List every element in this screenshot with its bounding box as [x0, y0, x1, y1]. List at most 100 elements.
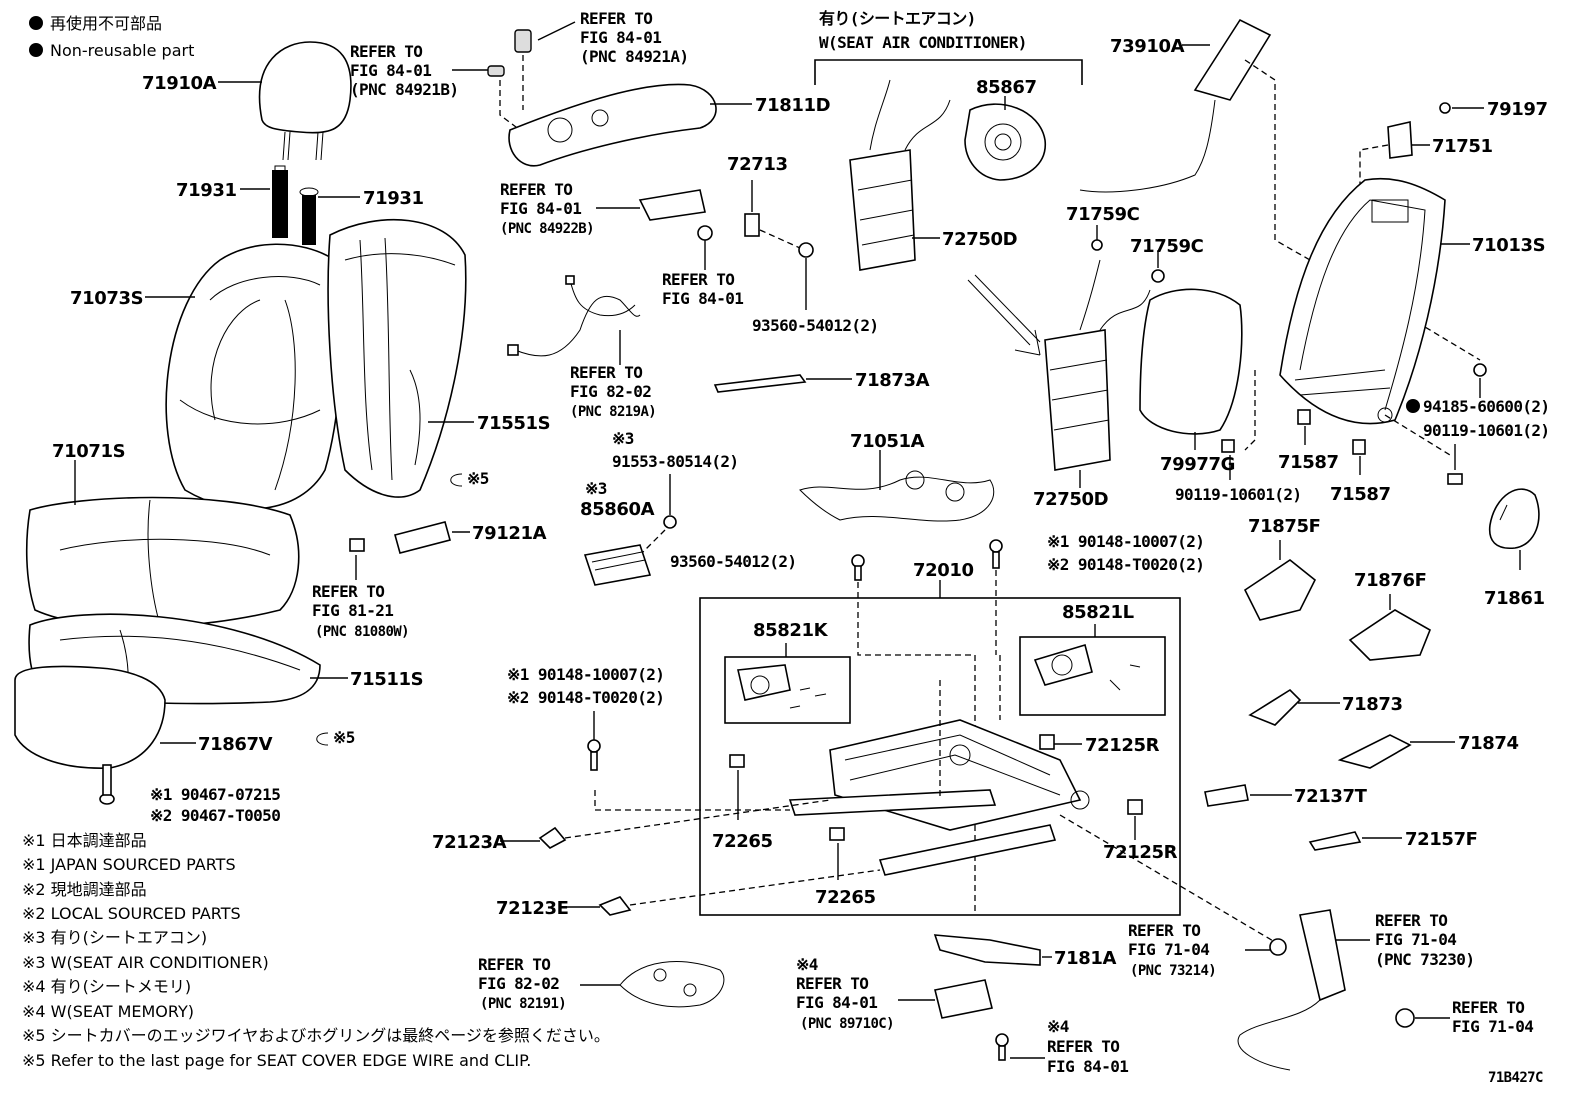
part-72010[interactable]: 72010	[913, 560, 974, 581]
part-71875F[interactable]: 71875F	[1248, 516, 1321, 537]
refer-84-01-e-pnc[interactable]: (PNC 89710C)	[800, 1016, 895, 1032]
part-71071S[interactable]: 71071S	[52, 441, 126, 462]
part-90467-07215[interactable]: ※1 90467-07215	[150, 785, 281, 804]
footnote-2-jp: ※2 現地調達部品	[22, 880, 147, 899]
part-71910A[interactable]: 71910A	[142, 73, 217, 94]
part-72750D-upper[interactable]: 72750D	[942, 229, 1018, 250]
part-71931-right[interactable]: 71931	[363, 188, 424, 209]
cover-72123E-drawing	[598, 896, 632, 916]
refer-84-01-b-pnc[interactable]: (PNC 84921B)	[350, 80, 459, 99]
edge-wire-clip-icon	[450, 473, 463, 487]
part-72125R-upper[interactable]: 72125R	[1085, 735, 1160, 756]
marker-note4-b: ※4	[1047, 1017, 1069, 1036]
footnote-1-en: ※1 JAPAN SOURCED PARTS	[22, 855, 236, 874]
part-72123E[interactable]: 72123E	[496, 898, 569, 919]
refer-84-01-c-pnc[interactable]: (PNC 84922B)	[500, 221, 595, 237]
part-7181A[interactable]: 7181A	[1054, 948, 1117, 969]
part-73910A[interactable]: 73910A	[1110, 36, 1185, 57]
part-72157F[interactable]: 72157F	[1405, 829, 1478, 850]
motor-85821L-drawing	[1033, 643, 1141, 691]
part-93560-54012-mid[interactable]: 93560-54012(2)	[670, 552, 797, 571]
part-90148-T0020-top[interactable]: ※2 90148-T0020(2)	[1047, 555, 1205, 574]
harness-drawing-c	[619, 961, 725, 1008]
refer-82-02-b-pnc[interactable]: (PNC 82191)	[480, 996, 567, 1012]
side-airbag-drawing	[1079, 18, 1272, 193]
footnote-5-jp: ※5 シートカバーのエッジワイヤおよびホグリングは最終ページを参照ください。	[22, 1026, 610, 1045]
part-79121A[interactable]: 79121A	[472, 523, 547, 544]
refer-71-04-a-pnc[interactable]: (PNC 73214)	[1130, 963, 1217, 979]
part-71876F[interactable]: 71876F	[1354, 570, 1427, 591]
part-72123A[interactable]: 72123A	[432, 832, 507, 853]
refer-71-04-b-pnc[interactable]: (PNC 73230)	[1375, 950, 1475, 969]
refer-71-04-b-line2: FIG 71-04	[1375, 930, 1456, 949]
part-85867[interactable]: 85867	[976, 77, 1037, 98]
part-90119-10601-right[interactable]: 90119-10601(2)	[1423, 421, 1550, 440]
part-90148-T0020-left[interactable]: ※2 90148-T0020(2)	[507, 688, 665, 707]
part-90119-10601-left[interactable]: 90119-10601(2)	[1175, 485, 1302, 504]
refer-82-02-a-pnc[interactable]: (PNC 8219A)	[570, 404, 657, 420]
part-90148-10007-left[interactable]: ※1 90148-10007(2)	[507, 665, 665, 684]
lever-drawing	[713, 374, 807, 393]
part-79197[interactable]: 79197	[1487, 99, 1548, 120]
seat-ac-bracket	[814, 59, 1083, 85]
part-90467-T0050[interactable]: ※2 90467-T0050	[150, 806, 281, 825]
part-94185-60600[interactable]: 94185-60600(2)	[1423, 397, 1550, 416]
refer-81-21-pnc[interactable]: (PNC 81080W)	[315, 624, 410, 640]
part-71874[interactable]: 71874	[1458, 733, 1519, 754]
non-reusable-bullet-icon	[1406, 399, 1420, 413]
part-71873[interactable]: 71873	[1342, 694, 1403, 715]
part-71931-left[interactable]: 71931	[176, 180, 237, 201]
lever-71873-drawing	[1248, 688, 1302, 726]
part-71587-left[interactable]: 71587	[1278, 452, 1339, 473]
rail-cover-lower-icon	[829, 827, 845, 841]
seat-ac-en: W(SEAT AIR CONDITIONER)	[819, 33, 1027, 52]
part-71751[interactable]: 71751	[1432, 136, 1493, 157]
part-72265-lower[interactable]: 72265	[815, 887, 876, 908]
footnotes: ※1 日本調達部品 ※1 JAPAN SOURCED PARTS ※2 現地調達…	[22, 831, 610, 1070]
adjuster-group-box	[699, 597, 1181, 916]
non-reusable-bullet-icon	[29, 43, 43, 57]
note5-marker-lower: ※5	[333, 728, 355, 747]
motor-85821K-drawing	[737, 664, 827, 709]
part-72125R-lower[interactable]: 72125R	[1103, 842, 1178, 863]
bracket-drawing	[638, 189, 814, 258]
part-71759C-left[interactable]: 71759C	[1066, 204, 1140, 225]
part-72713[interactable]: 72713	[727, 154, 788, 175]
part-85860A[interactable]: 85860A	[580, 499, 655, 520]
part-71051A[interactable]: 71051A	[850, 431, 925, 452]
seat-ac-jp: 有り(シートエアコン)	[819, 9, 976, 28]
part-71873A[interactable]: 71873A	[855, 370, 930, 391]
part-71013S[interactable]: 71013S	[1472, 235, 1546, 256]
part-72750D-lower[interactable]: 72750D	[1033, 489, 1109, 510]
recliner-cover-drawing	[487, 29, 717, 167]
refer-84-01-d-line2: FIG 84-01	[662, 289, 743, 308]
part-71861[interactable]: 71861	[1484, 588, 1545, 609]
part-71587-right[interactable]: 71587	[1330, 484, 1391, 505]
motor-85821L-box	[1019, 636, 1166, 716]
refer-84-01-f-line1: REFER TO	[1047, 1037, 1119, 1056]
refer-84-01-c-line2: FIG 84-01	[500, 199, 581, 218]
refer-84-01-b-line1: REFER TO	[350, 42, 422, 61]
back-pad-drawing	[1139, 288, 1243, 435]
refer-84-01-b-line2: FIG 84-01	[350, 61, 431, 80]
part-71759C-right[interactable]: 71759C	[1130, 236, 1204, 257]
legend-nonreusable-en: Non-reusable part	[50, 41, 194, 60]
part-85821L[interactable]: 85821L	[1062, 602, 1134, 623]
seat-belt-buckle-drawing	[1237, 909, 1346, 1071]
refer-84-01-a-pnc[interactable]: (PNC 84921A)	[580, 47, 689, 66]
part-91553-80514[interactable]: 91553-80514(2)	[612, 452, 739, 471]
part-93560-54012-top[interactable]: 93560-54012(2)	[752, 316, 879, 335]
part-71511S[interactable]: 71511S	[350, 669, 424, 690]
cushion-front-pad-drawing	[14, 665, 166, 769]
refer-71-04-c-line1: REFER TO	[1452, 998, 1524, 1017]
part-71811D[interactable]: 71811D	[755, 95, 831, 116]
part-71551S[interactable]: 71551S	[477, 413, 551, 434]
refer-71-04-b-line1: REFER TO	[1375, 911, 1447, 930]
part-79977G[interactable]: 79977G	[1160, 454, 1235, 475]
part-90148-10007-top[interactable]: ※1 90148-10007(2)	[1047, 532, 1205, 551]
part-72137T[interactable]: 72137T	[1294, 786, 1368, 807]
part-71867V[interactable]: 71867V	[198, 734, 273, 755]
part-85821K[interactable]: 85821K	[753, 620, 829, 641]
part-71073S[interactable]: 71073S	[70, 288, 144, 309]
part-72265-upper[interactable]: 72265	[712, 831, 773, 852]
